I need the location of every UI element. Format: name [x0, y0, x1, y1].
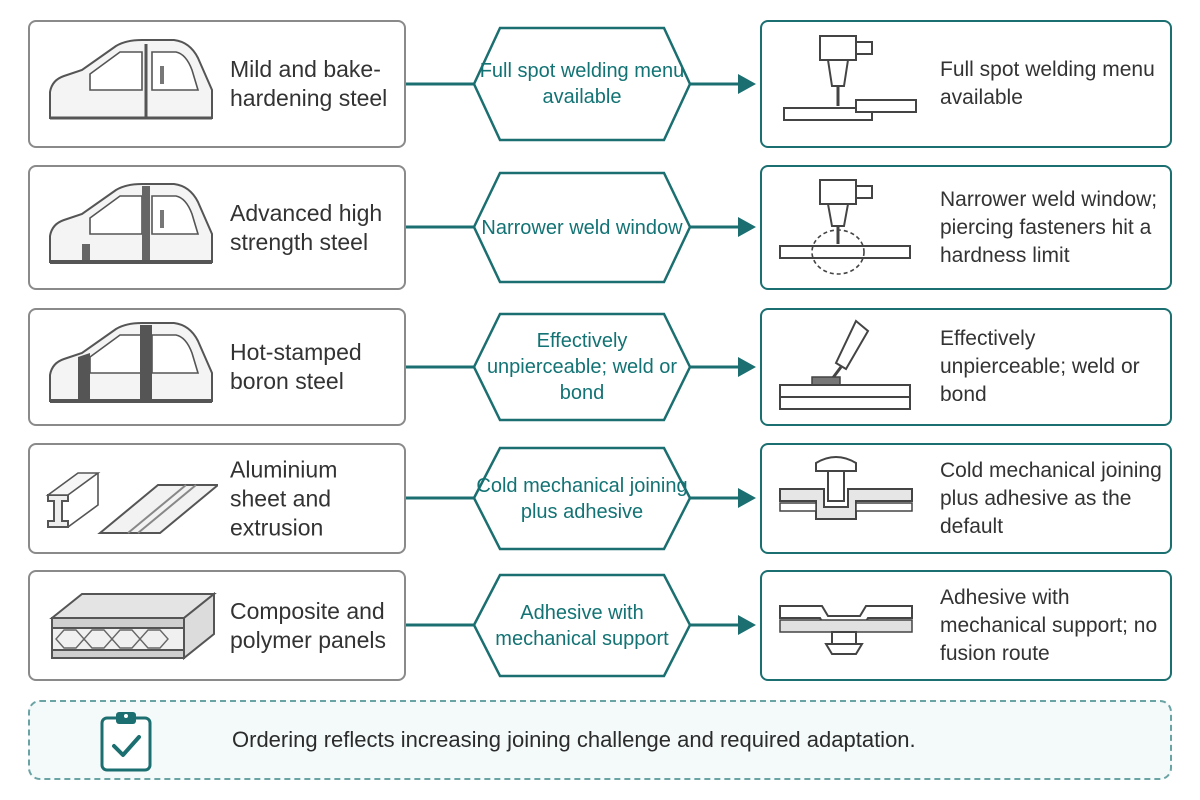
result-box: Full spot welding menu available [760, 20, 1172, 148]
result-label: Cold mechanical joining plus adhesive as… [940, 458, 1162, 538]
result-label: Narrower weld window; piercing fasteners… [940, 187, 1158, 267]
flow-connector [406, 312, 756, 422]
row-composite: Composite and polymer panels Adhesive wi… [0, 570, 1200, 681]
row-aluminium: Aluminium sheet and extrusion Cold mecha… [0, 443, 1200, 554]
result-box: Effectively unpierceable; weld or bond [760, 308, 1172, 426]
row-mild-steel: Mild and bake-hardening steel Full spot … [0, 20, 1200, 148]
spot-weld-narrow-window-icon [779, 178, 911, 275]
material-label: Aluminium sheet and extrusion [230, 456, 338, 540]
result-box: Adhesive with mechanical support; no fus… [760, 570, 1172, 681]
footer-note: Ordering reflects increasing joining cha… [28, 700, 1172, 780]
material-label: Hot-stamped boron steel [230, 339, 362, 394]
footer-text: Ordering reflects increasing joining cha… [232, 727, 916, 752]
material-box: Advanced high strength steel [28, 165, 406, 290]
flow-connector [406, 171, 756, 284]
route-label: Effectively unpierceable; weld or bond [486, 330, 678, 404]
spot-weld-gun-icon [783, 35, 917, 121]
material-label: Composite and polymer panels [230, 597, 386, 653]
route-label: Full spot welding menu available [479, 60, 685, 108]
adhesive-clinch-joint-icon [779, 604, 913, 655]
flow-connector [406, 573, 756, 678]
flow-connector [406, 446, 756, 551]
material-label: Mild and bake-hardening steel [230, 56, 388, 111]
route-label: Cold mechanical joining plus adhesive [476, 474, 688, 523]
self-pierce-rivet-icon [779, 455, 913, 520]
flow-connector [406, 26, 756, 142]
material-box: Composite and polymer panels [28, 570, 406, 681]
material-label: Advanced high strength steel [230, 199, 383, 255]
row-boron-steel: Hot-stamped boron steel Effectively unpi… [0, 308, 1200, 426]
aluminium-extrusion-sheet-icon [45, 471, 218, 534]
car-body-side-pillar-icon [49, 322, 213, 403]
route-label: Adhesive with mechanical support [495, 601, 669, 650]
row-ahss: Advanced high strength steel Narrower we… [0, 165, 1200, 290]
car-body-side-reinforced-icon [49, 182, 213, 264]
material-box: Mild and bake-hardening steel [28, 20, 406, 148]
result-label: Effectively unpierceable; weld or bond [940, 327, 1140, 406]
result-label: Full spot welding menu available [940, 58, 1155, 109]
result-box: Narrower weld window; piercing fasteners… [760, 165, 1172, 290]
clipboard-check-icon [100, 712, 152, 772]
route-label: Narrower weld window [481, 216, 683, 239]
material-box: Hot-stamped boron steel [28, 308, 406, 426]
result-label: Adhesive with mechanical support; no fus… [940, 585, 1158, 665]
material-box: Aluminium sheet and extrusion [28, 443, 406, 554]
adhesive-dispenser-icon [779, 319, 911, 410]
result-box: Cold mechanical joining plus adhesive as… [760, 443, 1172, 554]
composite-sandwich-panel-icon [49, 591, 217, 660]
car-body-side-icon [49, 39, 213, 120]
